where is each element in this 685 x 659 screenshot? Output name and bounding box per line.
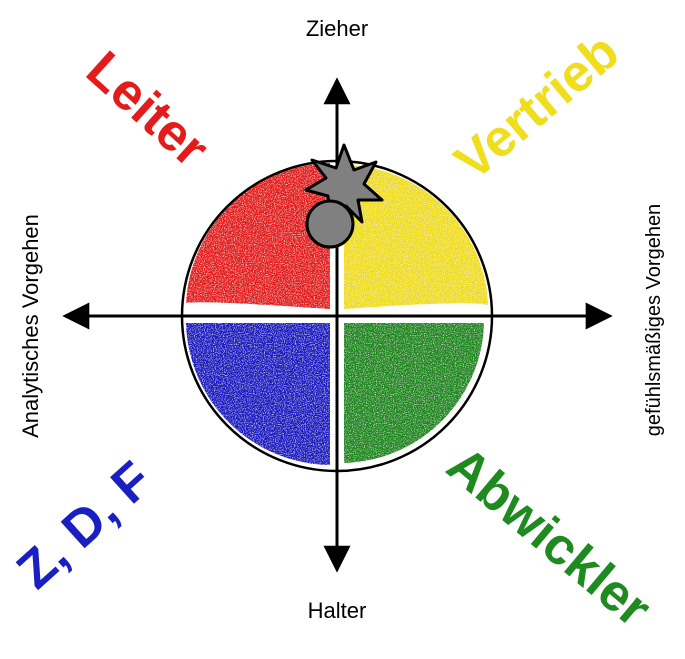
axis-label-bottom: Halter [308, 598, 367, 623]
bomb-body [307, 201, 353, 247]
quadrant-label-vertrieb: Vertrieb [444, 23, 630, 192]
axis-label-top: Zieher [306, 16, 368, 41]
axis-label-right: gefühlsmäßiges Vorgehen [643, 204, 665, 436]
quadrant-label-abwickler: Abwickler [436, 436, 661, 638]
quadrant-bottom-left-fill [186, 323, 330, 465]
axis-label-left: Analytisches Vorgehen [18, 214, 43, 438]
quadrant-label-leiter: Leiter [75, 40, 219, 178]
quadrant-bottom-right-fill [344, 323, 484, 463]
quadrant-top-left-fill [186, 163, 330, 309]
quadrant-label-zdf: Z, D, F [6, 451, 163, 600]
